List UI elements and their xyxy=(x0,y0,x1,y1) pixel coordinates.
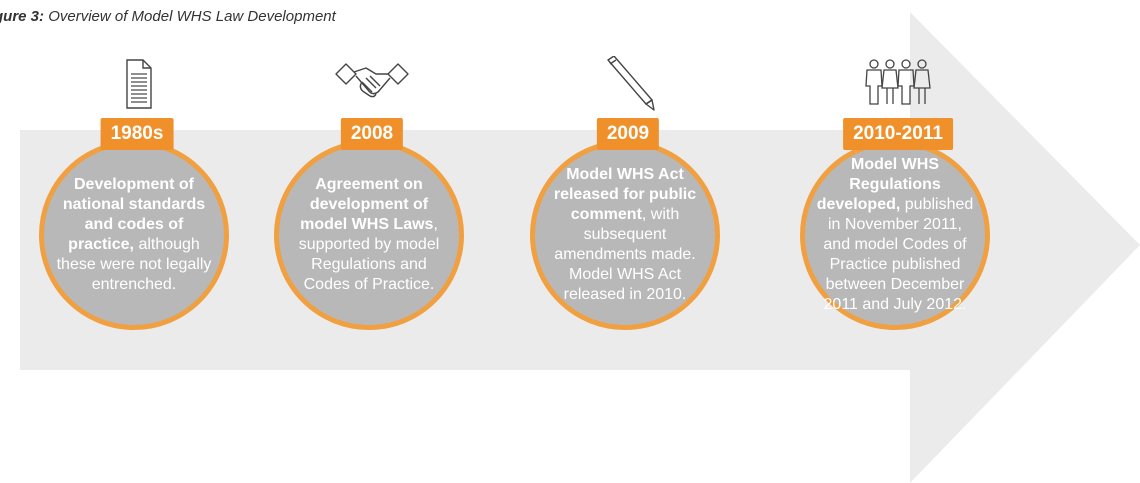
timeline-stage-2009: Model WHS Act released for public commen… xyxy=(528,0,728,483)
year-badge: 2008 xyxy=(340,118,404,150)
stage-bold-text: Model WHS Regulations developed, xyxy=(816,156,941,213)
timeline-stage-2010-2011: Model WHS Regulations developed, publish… xyxy=(798,0,998,483)
figure-caption: gure 3: Overview of Model WHS Law Develo… xyxy=(0,8,336,25)
stage-bold-text: Model WHS Act released for public commen… xyxy=(553,166,697,223)
figure-caption-text: Overview of Model WHS Law Development xyxy=(48,8,336,25)
stage-circle: Development of national standards and co… xyxy=(39,140,229,330)
stage-text: , supported by model Regulations and Cod… xyxy=(298,216,440,293)
year-badge: 1980s xyxy=(100,118,174,150)
stage-circle: Model WHS Regulations developed, publish… xyxy=(800,140,990,330)
year-badge: 2009 xyxy=(596,118,660,150)
people-icon xyxy=(865,59,931,105)
stage-text: , with subsequent amendments made. Model… xyxy=(554,206,696,303)
year-badge: 2010-2011 xyxy=(843,118,953,150)
stage-text: published in November 2011, and model Co… xyxy=(823,196,974,313)
pencil-icon xyxy=(607,56,655,111)
handshake-icon xyxy=(335,63,409,98)
stage-circle: Agreement on development of model WHS La… xyxy=(274,140,464,330)
stage-bold-text: Agreement on development of model WHS La… xyxy=(300,176,434,233)
timeline-stage-1980s: Development of national standards and co… xyxy=(37,0,237,483)
stage-text: although these were not legally entrench… xyxy=(56,236,212,293)
document-icon xyxy=(126,59,152,109)
stage-circle: Model WHS Act released for public commen… xyxy=(530,140,720,330)
timeline-stage-2008: Agreement on development of model WHS La… xyxy=(272,0,472,483)
stage-bold-text: Development of national standards and co… xyxy=(62,176,206,253)
figure-caption-label: gure 3: xyxy=(0,8,45,25)
